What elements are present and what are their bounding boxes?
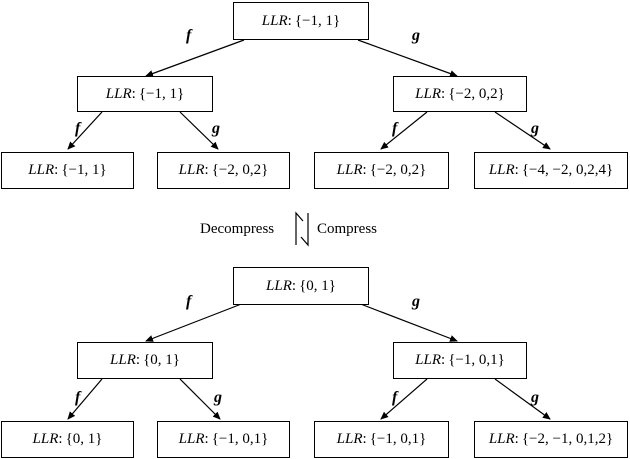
edge-top-root-left [145,39,245,77]
edge-label-f: f [75,389,81,406]
edge-top-root-right [357,39,458,77]
llr-prefix: LLR [415,85,442,102]
llr-set: {−1, 1} [294,12,341,29]
top-lr-node: LLR: {−2, 0,2} [157,152,290,189]
decompress-label: Decompress [200,221,275,237]
llr-set: {−1, 1} [138,85,185,102]
llr-prefix: LLR [261,12,288,29]
bottom-ll-node: LLR: {0, 1} [1,421,134,458]
edge-top-right-rr [494,111,551,150]
edge-bot-right-rl [380,378,428,420]
llr-set: {−2, −1, 0,1,2} [521,431,614,447]
edge-label-g: g [214,389,222,406]
edge-bot-root-right [357,302,458,342]
llr-set: {0, 1} [299,277,336,294]
llr-prefix: LLR [28,162,55,178]
llr-prefix: LLR [32,431,59,447]
edge-label-f: f [186,293,192,310]
compress-arrow [295,211,304,245]
llr-prefix: LLR [178,162,205,178]
bottom-left-node: LLR: {0, 1} [77,342,213,379]
llr-prefix: LLR [110,352,136,368]
llr-set: {0, 1} [143,352,180,368]
llr-set: {−1, 1} [61,162,107,178]
llr-prefix: LLR [266,277,292,294]
llr-prefix: LLR [336,162,363,178]
llr-prefix: LLR [488,431,515,447]
edge-label-g: g [412,27,420,44]
llr-set: {−1, 0,1} [369,431,427,447]
edge-label-f: f [392,120,398,137]
top-rr-node: LLR: {−4, −2, 0,2,4} [474,152,628,189]
compress-label: Compress [317,221,377,237]
llr-prefix: LLR [488,162,515,178]
edge-label-g: g [531,120,539,137]
llr-set: {−2, 0,2} [369,162,427,178]
llr-set: {−1, 0,1} [211,431,269,447]
edge-label-f: f [186,27,192,44]
llr-set: {0, 1} [65,431,103,447]
edge-top-right-rl [380,111,428,150]
llr-set: {−2, 0,2} [211,162,269,178]
edge-top-left-lr [179,111,219,150]
decompress-arrow [300,213,309,247]
bottom-rl-node: LLR: {−1, 0,1} [314,421,449,458]
edge-bot-root-left [145,302,245,342]
bottom-rr-node: LLR: {−2, −1, 0,1,2} [474,421,628,458]
llr-prefix: LLR [336,431,363,447]
bottom-right-node: LLR: {−1, 0,1} [393,342,527,379]
edge-label-g: g [212,120,220,137]
llr-prefix: LLR [415,352,442,368]
bottom-root-node: LLR: {0, 1} [233,267,369,305]
top-left-node: LLR: {−1, 1} [77,76,213,112]
edge-label-f: f [75,120,81,137]
top-right-node: LLR: {−2, 0,2} [393,76,527,112]
top-ll-node: LLR: {−1, 1} [1,152,134,189]
top-root-node: LLR: {−1, 1} [233,2,369,40]
edge-bot-right-rr [494,378,551,420]
llr-prefix: LLR [105,85,132,102]
bottom-lr-node: LLR: {−1, 0,1} [157,421,290,458]
edge-label-f: f [392,389,398,406]
edge-top-left-ll [67,111,103,150]
edge-label-g: g [412,293,420,310]
top-rl-node: LLR: {−2, 0,2} [314,152,449,189]
edge-bot-left-ll [67,378,103,420]
llr-set: {−1, 0,1} [448,352,505,368]
llr-prefix: LLR [178,431,205,447]
edge-label-g: g [531,389,539,406]
llr-set: {−4, −2, 0,2,4} [521,162,614,178]
llr-set: {−2, 0,2} [448,85,505,102]
edge-bot-left-lr [179,378,221,420]
